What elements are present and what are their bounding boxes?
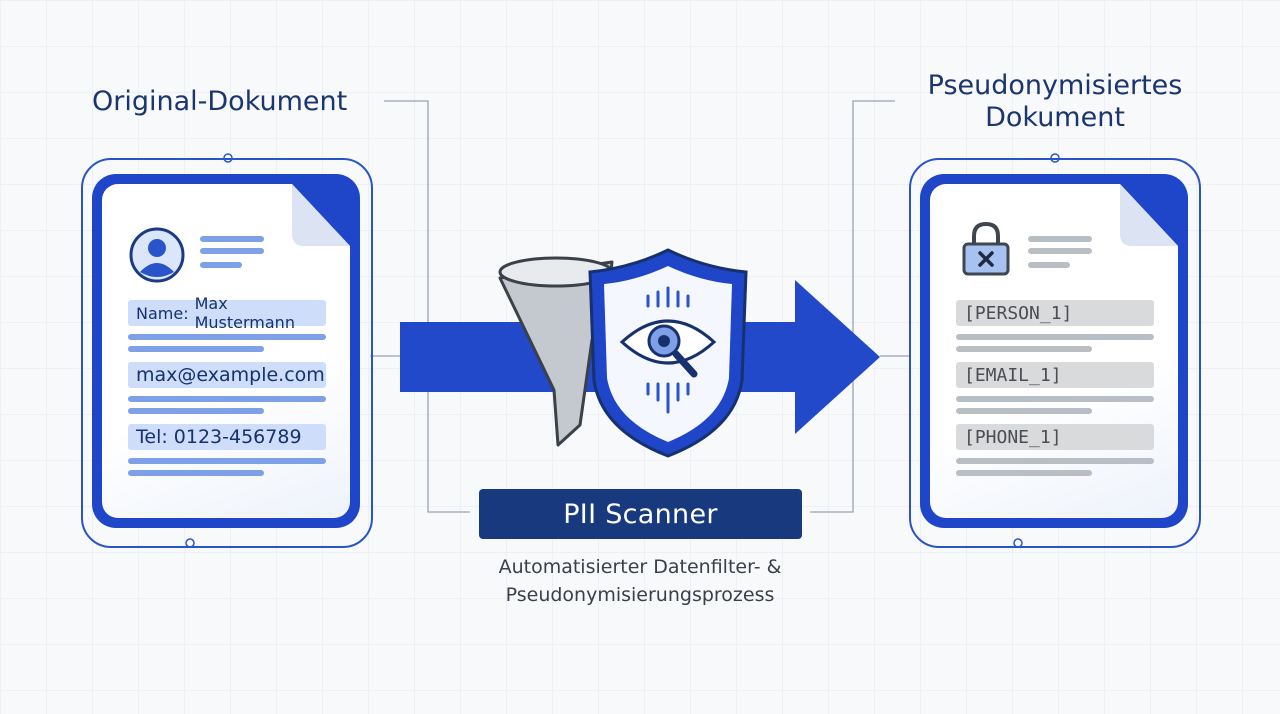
- placeholder-line: [956, 470, 1092, 476]
- placeholder-line: [128, 396, 326, 402]
- target-document: [PERSON_1] [EMAIL_1] [PHONE_1]: [920, 174, 1188, 528]
- page-fold-icon: [292, 184, 350, 246]
- email-token: [EMAIL_1]: [956, 362, 1154, 388]
- name-value: Max Mustermann: [194, 294, 295, 332]
- placeholder-line: [128, 408, 264, 414]
- name-field: Name: Max Mustermann: [128, 294, 326, 332]
- phone-field: Tel: 0123-456789: [128, 424, 326, 450]
- lock-icon: [962, 221, 1010, 276]
- placeholder-line: [128, 470, 264, 476]
- shield-eye-magnifier-icon: [588, 248, 748, 458]
- placeholder-line: [128, 458, 326, 464]
- placeholder-line: [200, 236, 264, 242]
- placeholder-line: [128, 334, 326, 340]
- process-description-line-1: Automatisierter Datenfilter- &: [498, 556, 782, 578]
- target-document-frame: [909, 158, 1201, 548]
- name-label: Name:: [136, 303, 189, 323]
- placeholder-line: [1028, 262, 1070, 268]
- placeholder-line: [956, 458, 1154, 464]
- source-document-frame: [81, 158, 373, 548]
- user-avatar-icon: [129, 227, 185, 283]
- page-fold-icon: [1120, 184, 1178, 246]
- placeholder-line: [1028, 248, 1092, 254]
- placeholder-line: [1028, 236, 1092, 242]
- placeholder-line: [956, 334, 1154, 340]
- target-document-title: Pseudonymisiertes Dokument: [896, 70, 1214, 134]
- person-token: [PERSON_1]: [956, 300, 1154, 326]
- placeholder-line: [200, 262, 242, 268]
- placeholder-line: [200, 248, 264, 254]
- email-field: max@example.com: [128, 362, 326, 388]
- target-title-line-2: Dokument: [985, 102, 1125, 133]
- phone-token: [PHONE_1]: [956, 424, 1154, 450]
- process-description: Automatisierter Datenfilter- & Pseudonym…: [470, 553, 810, 609]
- placeholder-line: [956, 408, 1092, 414]
- source-document: Name: Max Mustermann max@example.com Tel…: [92, 174, 360, 528]
- target-title-line-1: Pseudonymisiertes: [927, 70, 1183, 101]
- process-description-line-2: Pseudonymisierungsprozess: [505, 584, 775, 606]
- pii-scanner-label: PII Scanner: [479, 489, 802, 539]
- placeholder-line: [128, 346, 264, 352]
- source-document-title: Original-Dokument: [92, 86, 348, 117]
- placeholder-line: [956, 346, 1092, 352]
- placeholder-line: [956, 396, 1154, 402]
